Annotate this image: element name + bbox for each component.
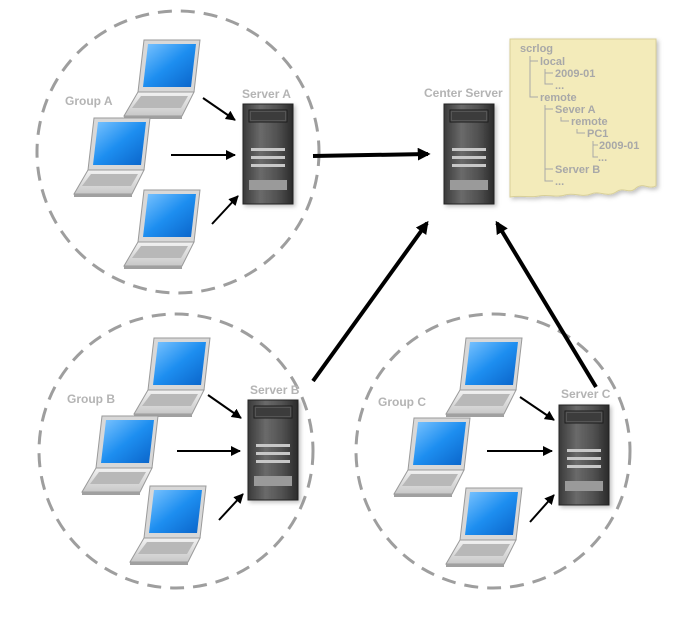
center-server-icon (444, 104, 494, 204)
center-server-label: Center Server (424, 86, 503, 100)
tree-server-b: Server B (555, 164, 600, 176)
group-c-boundary (354, 312, 632, 590)
arrow (218, 493, 244, 521)
laptop-icon (123, 189, 201, 270)
laptop-icon (393, 417, 471, 498)
server-b-icon (248, 400, 298, 500)
server-c-label: Server C (561, 387, 611, 401)
group-b-label: Group B (67, 392, 115, 406)
tree-root: scrlog (520, 43, 553, 55)
tree-server-a: Sever A (555, 104, 596, 116)
laptop-icon (133, 337, 211, 418)
group-a-label: Group A (65, 94, 113, 108)
server-b-label: Server B (250, 383, 300, 397)
group-c-label: Group C (378, 395, 426, 409)
server-a-icon (243, 104, 293, 204)
tree-pc1-more: ... (598, 152, 607, 164)
server-a-label: Server A (242, 87, 291, 101)
server-c-icon (559, 405, 609, 505)
group-a-boundary (35, 9, 321, 295)
arrow (312, 147, 431, 161)
arrow (529, 494, 555, 523)
laptop-icon (123, 39, 201, 120)
laptop-icon (73, 117, 151, 198)
tree-local-date: 2009-01 (555, 68, 595, 80)
laptop-icon (445, 337, 523, 418)
arrow (211, 195, 239, 225)
laptop-icon (81, 415, 159, 496)
tree-pc1-date: 2009-01 (599, 140, 639, 152)
arrow (207, 394, 242, 419)
arrow (495, 220, 598, 389)
tree-remote: remote (540, 92, 577, 104)
log-tree-note: scrlog local 2009-01 ... remote Sever A … (509, 38, 657, 198)
tree-pc1: PC1 (587, 128, 608, 140)
tree-local: local (540, 56, 565, 68)
arrow (311, 220, 429, 383)
tree-tail-more: ... (555, 176, 564, 188)
arrow (202, 97, 236, 121)
laptop-icon (129, 485, 207, 566)
laptop-icon (445, 487, 523, 568)
group-b-boundary (37, 312, 315, 590)
tree-server-a-remote: remote (571, 116, 608, 128)
arrow (519, 396, 555, 421)
tree-local-more: ... (555, 80, 564, 92)
